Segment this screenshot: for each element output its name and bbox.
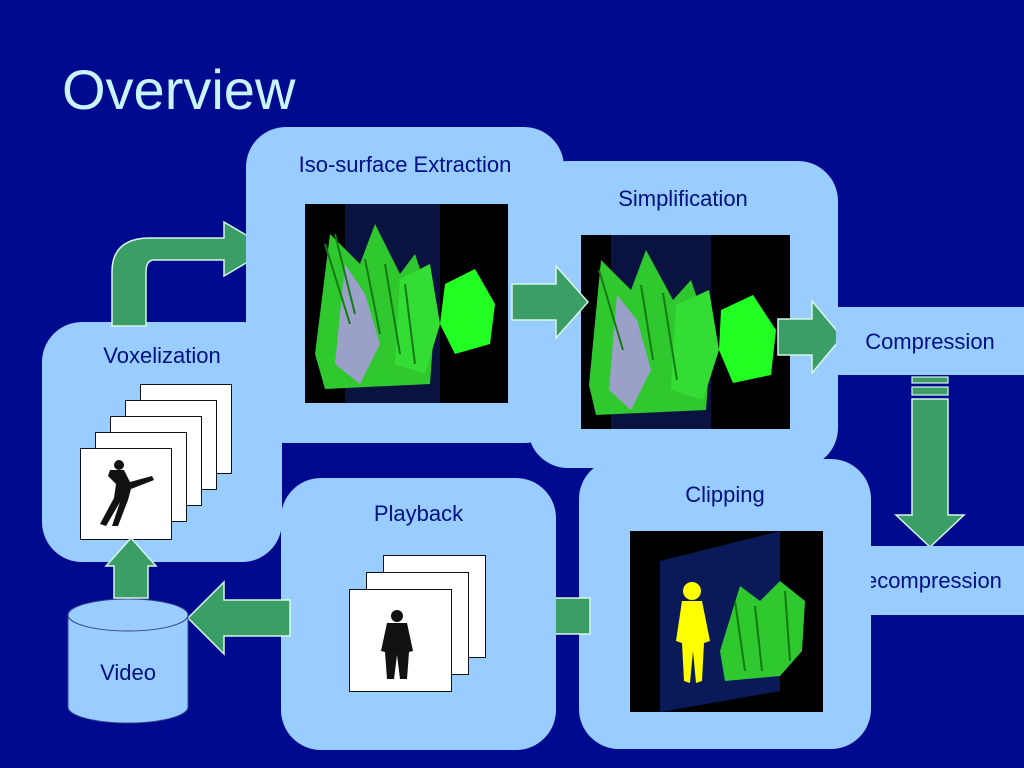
video-label: Video [100,660,156,685]
decompression-label: Decompression [849,568,1002,593]
clipped-scene-image [660,531,805,712]
voxelization-label: Voxelization [103,343,221,368]
compression-box [836,307,1024,375]
clipping-label: Clipping [685,482,765,507]
dancer-silhouette-icon [94,456,158,530]
flow-arrow-simplification-to-compression [777,298,843,376]
video-cylinder-icon [67,598,189,724]
iso-surface-label: Iso-surface Extraction [298,152,512,177]
page-title: Overview [62,58,296,121]
compression-label: Compression [865,329,995,354]
flow-arrow-compression-to-decompression [894,376,966,549]
iso-mesh-image [315,204,495,403]
flow-arrow-video-to-voxelization [104,536,158,599]
voxel-frame-stack [80,384,232,540]
person-silhouette-icon [379,607,415,679]
flow-arrow-playback-to-video [186,580,291,656]
simplified-mesh-image [589,235,776,429]
simplification-render [581,235,790,429]
simplification-label: Simplification [618,186,748,211]
playback-frame-stack [349,555,486,692]
playback-label: Playback [373,501,464,526]
clipping-render [630,531,823,712]
flow-arrow-iso-to-simplification [511,264,590,340]
iso-surface-render [305,204,508,403]
